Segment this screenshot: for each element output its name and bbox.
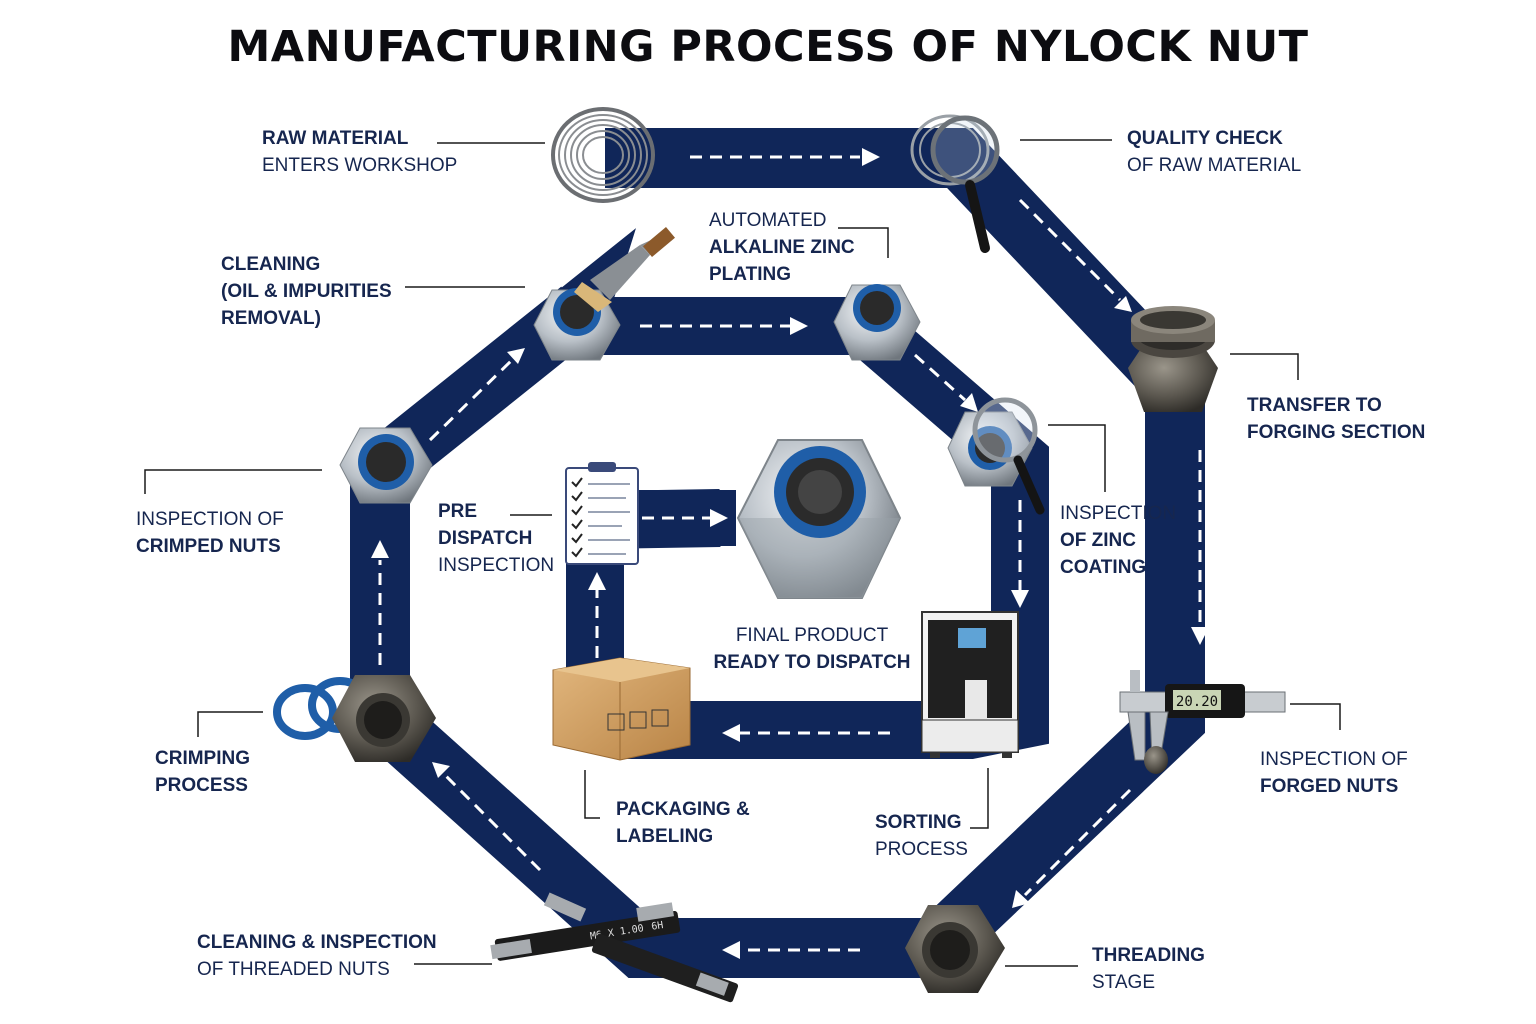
label-raw-material: RAW MATERIAL ENTERS WORKSHOP xyxy=(262,128,458,176)
label-inspection-crimped: INSPECTION OF CRIMPED NUTS xyxy=(136,509,284,557)
brush-icon xyxy=(574,226,675,312)
hex-nut-icon xyxy=(332,675,436,762)
hex-nut-icon xyxy=(339,427,433,504)
label-transfer-forging: TRANSFER TO FORGING SECTION xyxy=(1247,395,1426,443)
label-packaging: PACKAGING & LABELING xyxy=(616,799,750,847)
arrow-diag-bottom-left xyxy=(443,773,542,872)
sorting-machine-icon xyxy=(921,611,1019,758)
label-inspection-zinc: INSPECTION OF ZINC COATING xyxy=(1060,503,1177,578)
label-inspection-forged: INSPECTION OF FORGED NUTS xyxy=(1260,749,1408,797)
gauge-code-label: 6H xyxy=(651,920,665,933)
label-cleaning: CLEANING (OIL & IMPURITIES REMOVAL) xyxy=(221,254,392,329)
label-quality-check: QUALITY CHECK OF RAW MATERIAL xyxy=(1127,128,1302,176)
wire-coil-icon xyxy=(551,107,655,203)
forged-blank-icon xyxy=(1128,306,1218,412)
label-zinc-plating: AUTOMATED ALKALINE ZINC PLATING xyxy=(709,210,855,285)
label-final-product: FINAL PRODUCT READY TO DISPATCH xyxy=(713,625,911,673)
caliper-readout: 20.20 xyxy=(1176,694,1218,710)
arrow-heads xyxy=(371,148,1209,959)
leader-lines xyxy=(144,139,1341,967)
label-crimping: CRIMPING PROCESS xyxy=(155,748,250,796)
caliper-icon: 20.20 xyxy=(1119,670,1286,774)
label-threading: THREADING STAGE xyxy=(1092,945,1205,993)
hex-nut-icon xyxy=(833,284,921,361)
arrow-inner-diag xyxy=(913,353,967,402)
magnifier-icon xyxy=(910,114,1000,253)
hex-nut-icon xyxy=(736,439,902,599)
arrow-diag-top-right xyxy=(1018,198,1122,302)
label-sorting: SORTING PROCESS xyxy=(875,812,968,860)
label-pre-dispatch: PRE DISPATCH INSPECTION xyxy=(438,501,555,576)
magnifier-icon xyxy=(972,397,1045,515)
arrow-diag-bottom-right xyxy=(1023,788,1132,897)
page-title: MANUFACTURING PROCESS OF NYLOCK NUT xyxy=(227,22,1309,72)
checklist-icon xyxy=(565,462,639,565)
hex-nut-icon xyxy=(905,905,1005,993)
label-cleaning-threaded: CLEANING & INSPECTION OF THREADED NUTS xyxy=(197,932,437,980)
flow-arrows xyxy=(378,155,1202,952)
thread-gauge-icon: M6 X 1.00 6H xyxy=(490,892,739,1003)
cardboard-box-icon xyxy=(552,657,691,761)
